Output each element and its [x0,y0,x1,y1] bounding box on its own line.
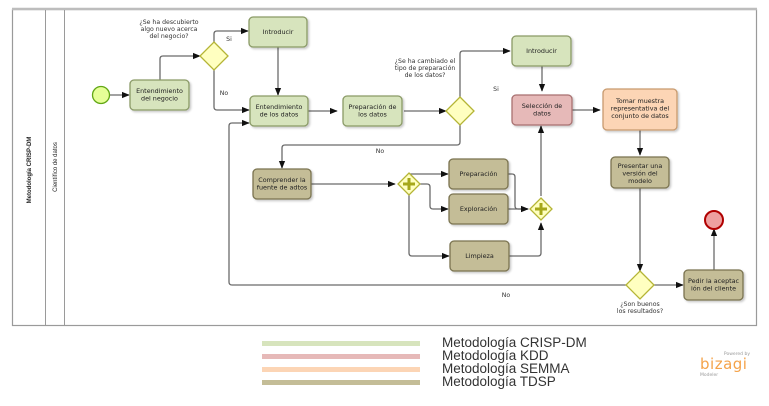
legend-label: Metodología SEMMA [442,361,570,376]
bizagi-logo: Powered by bizagi Modeler [700,352,750,382]
svg-text:Introducir: Introducir [263,28,294,36]
flow-gw1-to-introducir [213,27,249,42]
task-seleccion-datos[interactable]: Selección de datos [511,94,573,126]
svg-text:¿Se ha cambiado el: ¿Se ha cambiado el [395,58,456,65]
flow-gw3-no-to-entdatos [228,119,626,286]
svg-text:del negocio?: del negocio? [149,33,188,40]
svg-text:Entendimiento: Entendimiento [136,87,183,95]
task-preparacion[interactable]: Preparación [448,158,509,190]
svg-text:Comprender la: Comprender la [258,176,306,184]
svg-text:representativa del: representativa del [611,105,670,113]
svg-text:modelo: modelo [628,177,652,185]
flow-label-no: No [502,292,511,299]
svg-text:datos: datos [533,110,551,118]
gateway-question-buenos: ¿Son buenos los resultados? [617,301,663,315]
flow-label-si: Si [493,86,499,93]
flow-label-no: No [220,90,229,97]
flow-gw2-si-to-introducir2 [459,47,511,97]
svg-text:tipo de preparación: tipo de preparación [395,64,456,72]
sequence-flows [110,27,718,289]
svg-text:ión del cliente: ión del cliente [691,285,736,293]
flow-pgw1-to-exploracion [420,183,449,213]
svg-text:Pedir la aceptac: Pedir la aceptac [688,277,740,285]
task-exploracion[interactable]: Exploración [448,193,509,225]
legend-label: Metodología TDSP [442,374,556,389]
svg-text:Preparación: Preparación [460,170,498,178]
flow-label-si: Si [226,36,232,43]
svg-text:Preparación de: Preparación de [349,103,397,111]
lane-label: Científico de datos [53,142,59,192]
svg-text:Limpieza: Limpieza [465,252,494,260]
gateway-cambiado[interactable] [445,96,475,126]
svg-text:conjunto de datos: conjunto de datos [611,112,669,120]
task-entendimiento-negocio[interactable]: Entendimiento del negocio [129,79,190,111]
legend-swatch [262,354,420,359]
svg-text:de los datos?: de los datos? [405,72,446,79]
plus-icon [403,178,415,190]
svg-text:Selección de: Selección de [522,102,563,110]
svg-text:Presentar una: Presentar una [618,162,663,170]
svg-text:¿Son buenos: ¿Son buenos [620,301,659,308]
svg-text:algo nuevo acerca: algo nuevo acerca [141,26,198,33]
svg-text:del negocio: del negocio [141,95,178,103]
task-introducir-1[interactable]: Introducir [248,16,308,48]
legend-label: Metodología CRISP-DM [442,335,587,350]
task-preparacion-datos[interactable]: Preparación de los datos [342,95,403,127]
svg-text:Tomar muestra: Tomar muestra [615,97,664,105]
svg-text:Entendimiento: Entendimiento [256,103,303,111]
flow-pgw1-to-limpieza [408,195,450,260]
flow-label-no: No [376,148,385,155]
plus-icon [535,203,547,215]
flow-gw2-no-to-comprender [278,125,461,169]
svg-text:versión del: versión del [622,170,657,178]
svg-text:Exploración: Exploración [460,205,497,213]
task-limpieza[interactable]: Limpieza [449,240,510,272]
flow-limpieza-to-pgw2 [509,222,545,257]
parallel-gateway-join[interactable] [529,197,553,221]
legend-label: Metodología KDD [442,348,549,363]
svg-text:de los datos: de los datos [260,111,299,119]
task-presentar-version[interactable]: Presentar una versión del modelo [610,156,670,189]
task-introducir-2[interactable]: Introducir [511,35,572,67]
end-event[interactable] [704,210,724,230]
legend-swatch [262,341,420,346]
powered-by-text: Powered by [723,352,750,357]
gateway-buenos[interactable] [625,270,655,300]
legend-swatch [262,380,420,385]
task-tomar-muestra[interactable]: Tomar muestra representativa del conjunt… [602,88,678,131]
svg-text:los datos: los datos [358,111,387,119]
start-event[interactable] [91,85,111,105]
svg-text:Introducir: Introducir [526,47,557,55]
gateway-descubierto[interactable] [199,41,229,71]
brand-name: bizagi [700,355,748,373]
product-name: Modeler [700,373,719,378]
flow-gw1-to-entdatos [213,70,250,114]
svg-text:los resultados?: los resultados? [617,308,663,315]
gateway-question-descubierto: ¿Se ha descubierto algo nuevo acerca del… [139,19,198,40]
gateway-question-cambiado: ¿Se ha cambiado el tipo de preparación d… [395,58,456,79]
legend-swatch [262,367,420,372]
task-comprender-fuente[interactable]: Comprender la fuente de adtos [252,168,312,200]
svg-text:¿Se ha descubierto: ¿Se ha descubierto [139,19,198,26]
task-entendimiento-datos[interactable]: Entendimiento de los datos [249,95,309,127]
task-pedir-aceptacion[interactable]: Pedir la aceptac ión del cliente [683,269,744,301]
flow-negocio-to-gw1 [159,52,201,80]
pool-label: Metodología CRISP-DM [27,137,33,204]
parallel-gateway-split[interactable] [397,172,421,196]
svg-text:fuente de adtos: fuente de adtos [257,184,308,192]
